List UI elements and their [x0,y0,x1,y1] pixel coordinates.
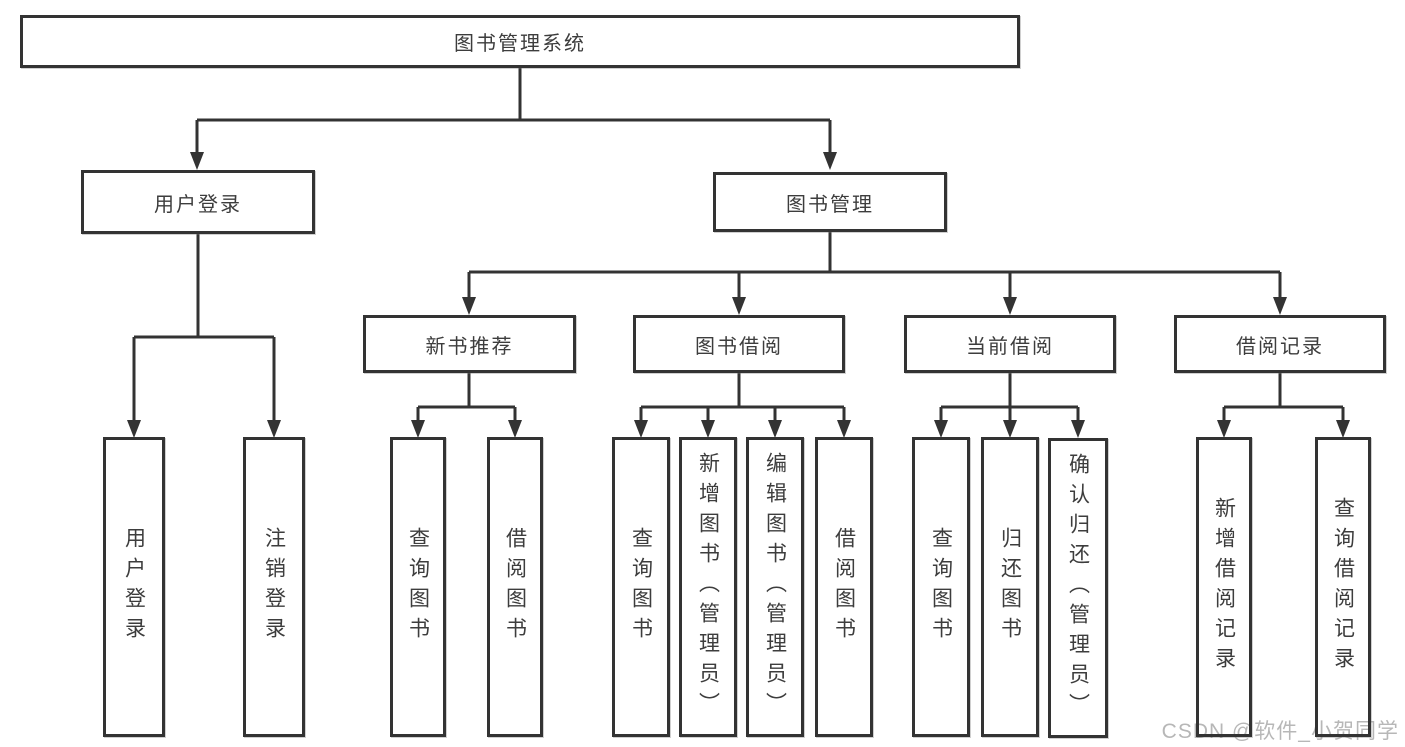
node-user-login: 用户登录 [81,170,315,234]
node-label: 用户登录 [154,193,242,216]
leaf-return-book: 归还图书 [981,437,1039,737]
leaf-edit-book-admin: 编辑图书（管理员） [746,437,804,737]
node-label: 借阅记录 [1236,335,1324,358]
leaf-query-books-recommend: 查询图书 [390,437,446,737]
leaf-borrow-books-borrowing: 借阅图书 [815,437,873,737]
leaf-query-borrow-record: 查询借阅记录 [1315,437,1371,737]
node-current-borrowing: 当前借阅 [904,315,1116,373]
node-book-borrowing: 图书借阅 [633,315,845,373]
leaf-query-books-current: 查询图书 [912,437,970,737]
leaf-label: 注销登录 [262,527,286,647]
node-root: 图书管理系统 [20,15,1020,68]
leaf-label: 查询图书 [929,527,953,647]
leaf-confirm-return-admin: 确认归还（管理员） [1048,438,1108,738]
leaf-label: 编辑图书（管理员） [763,452,787,722]
leaf-label: 用户登录 [122,527,146,647]
leaf-borrow-books-recommend: 借阅图书 [487,437,543,737]
leaf-label: 查询图书 [406,527,430,647]
leaf-label: 新增图书（管理员） [696,452,720,722]
node-book-management: 图书管理 [713,172,947,232]
leaf-add-borrow-record: 新增借阅记录 [1196,437,1252,737]
node-label: 新书推荐 [425,335,514,358]
leaf-label: 借阅图书 [503,527,527,647]
node-new-book-recommend: 新书推荐 [363,315,576,373]
node-label: 图书借阅 [695,335,783,358]
leaf-label: 归还图书 [998,527,1022,647]
watermark-text: CSDN @软件_小贺同学 [1161,720,1399,743]
leaf-logout: 注销登录 [243,437,305,737]
leaf-label: 查询图书 [629,527,653,647]
leaf-label: 借阅图书 [832,527,856,647]
leaf-label: 新增借阅记录 [1212,497,1236,677]
node-borrowing-records: 借阅记录 [1174,315,1386,373]
leaf-user-login: 用户登录 [103,437,165,737]
leaf-add-book-admin: 新增图书（管理员） [679,437,737,737]
leaf-label: 确认归还（管理员） [1066,453,1090,723]
node-label: 当前借阅 [966,335,1054,358]
leaf-query-books-borrowing: 查询图书 [612,437,670,737]
node-label: 图书管理系统 [454,33,586,55]
leaf-label: 查询借阅记录 [1331,497,1355,677]
node-label: 图书管理 [786,193,874,216]
